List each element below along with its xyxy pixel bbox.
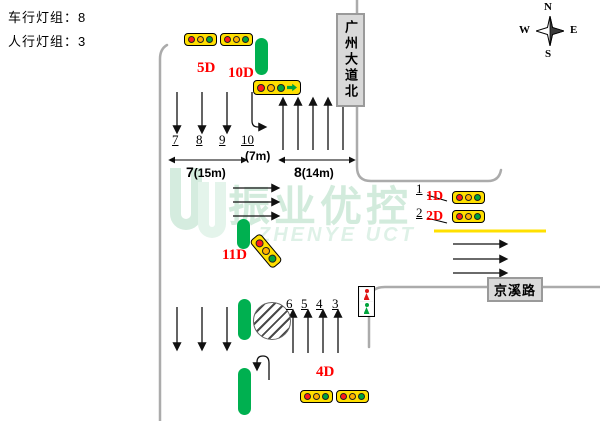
dimension-right-distance: (14m) xyxy=(301,166,334,180)
label-5d: 5D xyxy=(197,60,216,76)
lane-number: 4 xyxy=(316,296,323,311)
legend-vehicle-groups: 车行灯组：8 xyxy=(8,10,87,25)
red-light-icon xyxy=(304,393,311,400)
median-strip xyxy=(238,299,251,340)
watermark-text-cn: 振业优控 xyxy=(228,183,413,230)
green-light-icon xyxy=(277,83,285,92)
green-light-icon xyxy=(358,393,365,400)
red-light-icon xyxy=(456,194,463,201)
red-light-icon xyxy=(340,393,347,400)
compass-w-label: W xyxy=(519,24,530,36)
label-2d: 2D xyxy=(426,209,444,224)
watermark-logo-shape xyxy=(170,168,202,230)
green-light-icon xyxy=(322,393,329,400)
label-11d: 11D xyxy=(222,247,248,263)
lane-number: 10 xyxy=(241,132,254,147)
signal-head xyxy=(220,33,253,46)
lane-number: 5 xyxy=(301,296,308,311)
median-strip xyxy=(238,368,251,415)
crosswalk-island xyxy=(253,302,291,340)
lane-number: 8 xyxy=(196,132,203,147)
red-light-icon xyxy=(188,36,195,43)
lane-number: 1 xyxy=(416,181,423,196)
lane-number: 2 xyxy=(416,205,423,220)
watermark-logo-shape xyxy=(198,182,226,238)
green-arrow-icon xyxy=(287,83,297,92)
dimension-left: 7(15m) xyxy=(186,164,226,180)
dimension-middle: (7m) xyxy=(245,149,271,163)
green-light-icon xyxy=(474,194,481,201)
road-sign-east: 京溪路 xyxy=(487,277,544,302)
road-sign-north: 广州大道北 xyxy=(336,13,365,107)
green-light-icon xyxy=(206,36,213,43)
median-strip xyxy=(237,219,250,249)
yellow-light-icon xyxy=(349,393,356,400)
green-light-icon xyxy=(242,36,249,43)
legend-pedestrian-groups: 人行灯组：3 xyxy=(8,34,87,49)
signal-head xyxy=(300,390,333,403)
traffic-light-4d xyxy=(300,390,369,403)
dimension-left-number: 7 xyxy=(186,164,194,180)
traffic-light-10d xyxy=(253,80,301,95)
green-light-icon xyxy=(266,253,279,265)
watermark-logo xyxy=(170,168,260,260)
signal-head xyxy=(184,33,217,46)
signal-head xyxy=(336,390,369,403)
lane-number: 9 xyxy=(219,132,226,147)
traffic-light-2d xyxy=(452,210,485,223)
red-light-icon xyxy=(257,83,265,92)
watermark-text-en: ZHENYE UCT xyxy=(258,224,416,246)
yellow-light-icon xyxy=(465,213,472,220)
pedestrian-signal xyxy=(358,286,375,317)
traffic-light-5d xyxy=(184,33,253,46)
lane-number: 3 xyxy=(332,296,339,311)
dimension-left-distance: (15m) xyxy=(193,166,226,180)
yellow-light-icon xyxy=(267,83,275,92)
green-light-icon xyxy=(474,213,481,220)
pedestrian-red-icon xyxy=(360,288,373,301)
yellow-light-icon xyxy=(197,36,204,43)
lane-number: 7 xyxy=(172,132,179,147)
flow-arrows xyxy=(172,92,509,380)
pedestrian-green-icon xyxy=(360,302,373,315)
compass: N W E S xyxy=(514,0,584,64)
red-light-icon xyxy=(456,213,463,220)
yellow-light-icon xyxy=(465,194,472,201)
label-10d: 10D xyxy=(228,65,254,81)
dimension-right: 8(14m) xyxy=(294,164,334,180)
connector-lines xyxy=(426,194,448,224)
label-1d: 1D xyxy=(426,189,444,204)
traffic-light-1d xyxy=(452,191,485,204)
compass-n-label: N xyxy=(544,1,552,13)
red-light-icon xyxy=(224,36,231,43)
yellow-light-icon xyxy=(233,36,240,43)
yellow-light-icon xyxy=(313,393,320,400)
compass-e-label: E xyxy=(570,24,578,36)
compass-star-icon xyxy=(536,16,564,46)
dimension-right-number: 8 xyxy=(294,164,302,180)
lane-number: 6 xyxy=(286,296,293,311)
label-4d: 4D xyxy=(316,364,335,380)
median-strip xyxy=(255,38,268,75)
compass-s-label: S xyxy=(545,48,552,60)
